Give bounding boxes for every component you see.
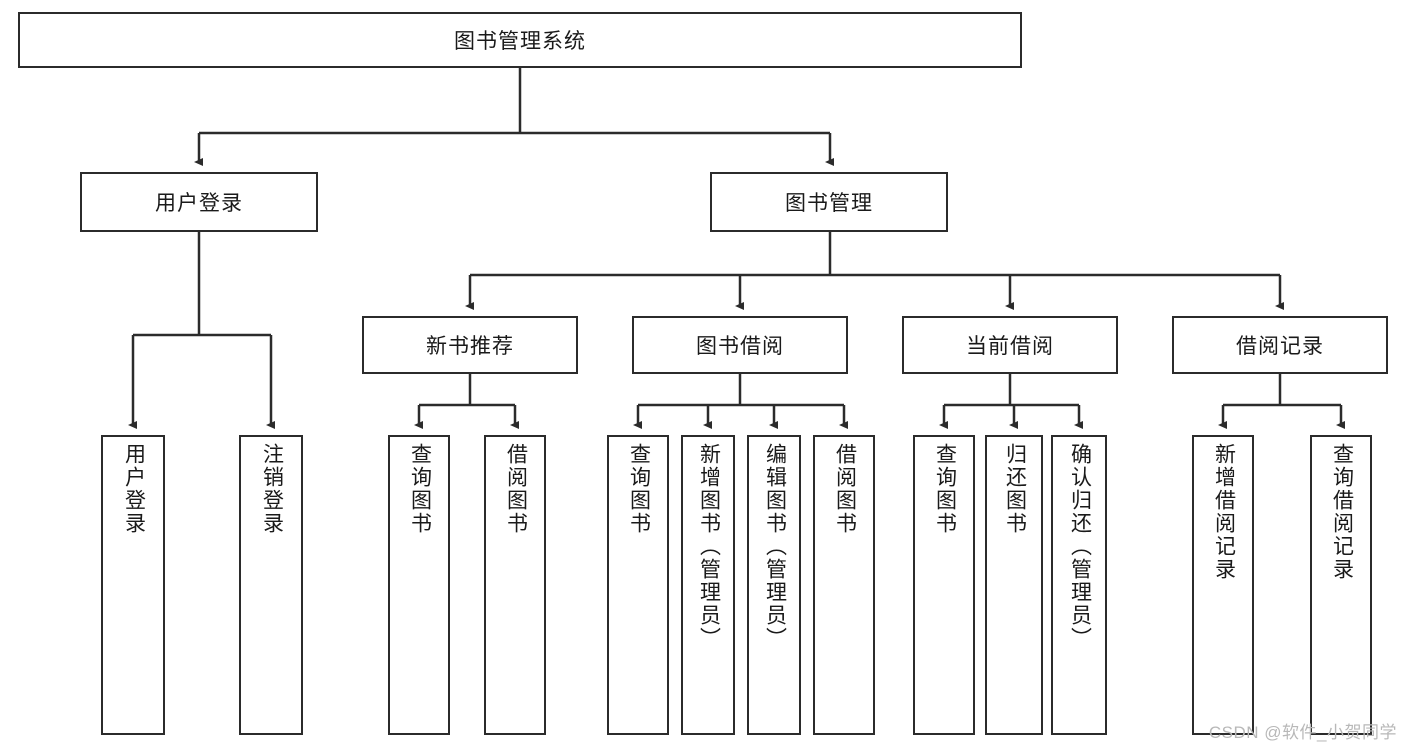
watermark-text: CSDN @软件_小贺同学 [1208, 723, 1397, 742]
node-leaf-query-borrow-record[interactable]: 查询借阅记录 [1310, 435, 1372, 735]
node-leaf-edit-book-admin[interactable]: 编辑图书（管理员） [747, 435, 801, 735]
node-label: 借阅图书 [833, 443, 857, 535]
node-label: 用户登录 [155, 192, 243, 215]
node-label: 查询借阅记录 [1330, 443, 1354, 581]
node-label: 查询图书 [627, 443, 651, 535]
node-label: 借阅记录 [1236, 335, 1324, 358]
node-leaf-borrow-books-rec[interactable]: 借阅图书 [484, 435, 546, 735]
node-label: 图书管理 [785, 192, 873, 215]
node-label: 当前借阅 [966, 335, 1054, 358]
node-book-borrow[interactable]: 图书借阅 [632, 316, 848, 374]
node-leaf-add-book-admin[interactable]: 新增图书（管理员） [681, 435, 735, 735]
node-label: 注销登录 [260, 443, 284, 535]
node-leaf-add-borrow-record[interactable]: 新增借阅记录 [1192, 435, 1254, 735]
node-label: 新增图书（管理员） [697, 443, 721, 650]
node-label: 新增借阅记录 [1212, 443, 1236, 581]
node-leaf-query-books-current[interactable]: 查询图书 [913, 435, 975, 735]
node-book-management[interactable]: 图书管理 [710, 172, 948, 232]
node-new-book-recommend[interactable]: 新书推荐 [362, 316, 578, 374]
node-leaf-return-books[interactable]: 归还图书 [985, 435, 1043, 735]
node-label: 新书推荐 [426, 335, 514, 358]
node-label: 编辑图书（管理员） [763, 443, 787, 650]
node-leaf-borrow-books[interactable]: 借阅图书 [813, 435, 875, 735]
node-leaf-query-books-rec[interactable]: 查询图书 [388, 435, 450, 735]
node-label: 确认归还（管理员） [1068, 443, 1092, 650]
node-label: 查询图书 [933, 443, 957, 535]
node-label: 借阅图书 [504, 443, 528, 535]
node-label: 图书借阅 [696, 335, 784, 358]
node-borrow-record[interactable]: 借阅记录 [1172, 316, 1388, 374]
node-label: 图书管理系统 [454, 30, 586, 53]
node-label: 用户登录 [122, 443, 146, 535]
node-label: 归还图书 [1003, 443, 1027, 535]
node-user-login[interactable]: 用户登录 [80, 172, 318, 232]
node-leaf-user-login[interactable]: 用户登录 [101, 435, 165, 735]
node-leaf-query-books-borrow[interactable]: 查询图书 [607, 435, 669, 735]
node-root-system[interactable]: 图书管理系统 [18, 12, 1022, 68]
node-label: 查询图书 [408, 443, 432, 535]
node-leaf-logout-login[interactable]: 注销登录 [239, 435, 303, 735]
node-leaf-confirm-return-admin[interactable]: 确认归还（管理员） [1051, 435, 1107, 735]
node-current-borrow[interactable]: 当前借阅 [902, 316, 1118, 374]
